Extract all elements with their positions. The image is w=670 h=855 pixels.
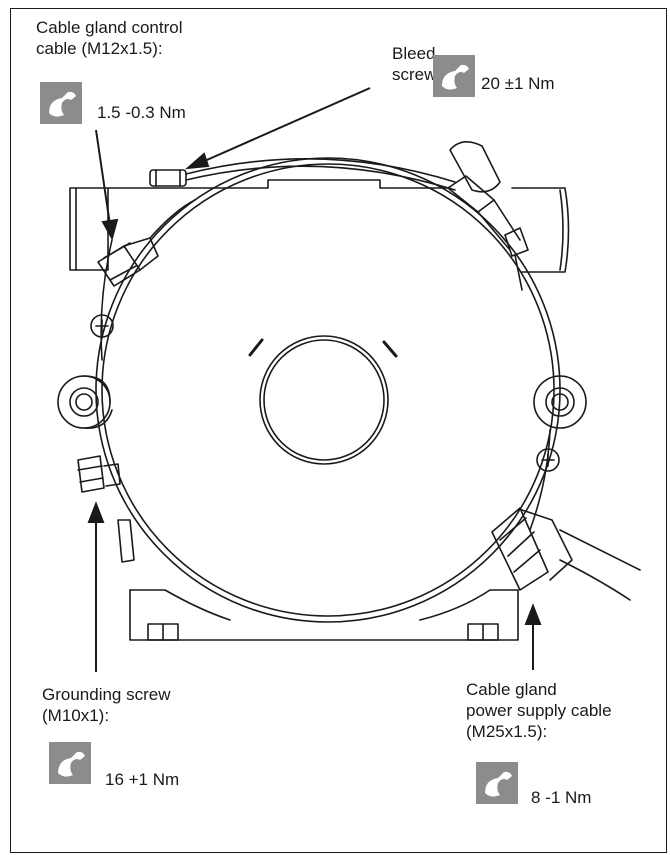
wrench-icon (40, 82, 82, 124)
top-cover (154, 179, 451, 189)
small-screw-left (90, 314, 114, 338)
top-right-connector (447, 141, 529, 291)
arrow-bleed-screw (184, 87, 371, 170)
power-cable-gland (491, 507, 641, 601)
right-mount-lug (533, 375, 587, 429)
right-pipe (511, 187, 570, 273)
arrow-control-cable-gland (95, 129, 119, 241)
wrench-icon (49, 742, 91, 784)
wrench-icon (476, 762, 518, 804)
small-screw-right (536, 448, 560, 472)
control-cable-gland-label: Cable gland control cable (M12x1.5): (36, 18, 183, 58)
power-cable-gland-torque: 8 -1 Nm (531, 788, 592, 807)
grounding-screw-torque: 16 +1 Nm (105, 770, 180, 789)
left-pipe (69, 187, 156, 271)
bleed-screw (149, 158, 456, 191)
base-plate (129, 589, 519, 641)
wrench-icon (433, 55, 475, 97)
power-cable-gland-label: Cable gland power supply cable (M25x1.5)… (466, 680, 612, 741)
arrow-grounding-screw (87, 501, 105, 672)
control-cable-gland (97, 199, 196, 287)
grounding-screw (77, 455, 121, 493)
grounding-screw-label: Grounding screw (M10x1): (42, 685, 171, 725)
center-boss (259, 335, 389, 465)
bleed-screw-torque: 20 ±1 Nm (481, 74, 555, 93)
figure-frame (10, 8, 667, 853)
left-mount-lug (57, 375, 113, 429)
control-cable-gland-torque: 1.5 -0.3 Nm (97, 103, 186, 122)
bleed-screw-label: Bleed screw (392, 44, 437, 84)
arrow-power-cable-gland (524, 603, 542, 670)
main-housing (95, 157, 561, 623)
